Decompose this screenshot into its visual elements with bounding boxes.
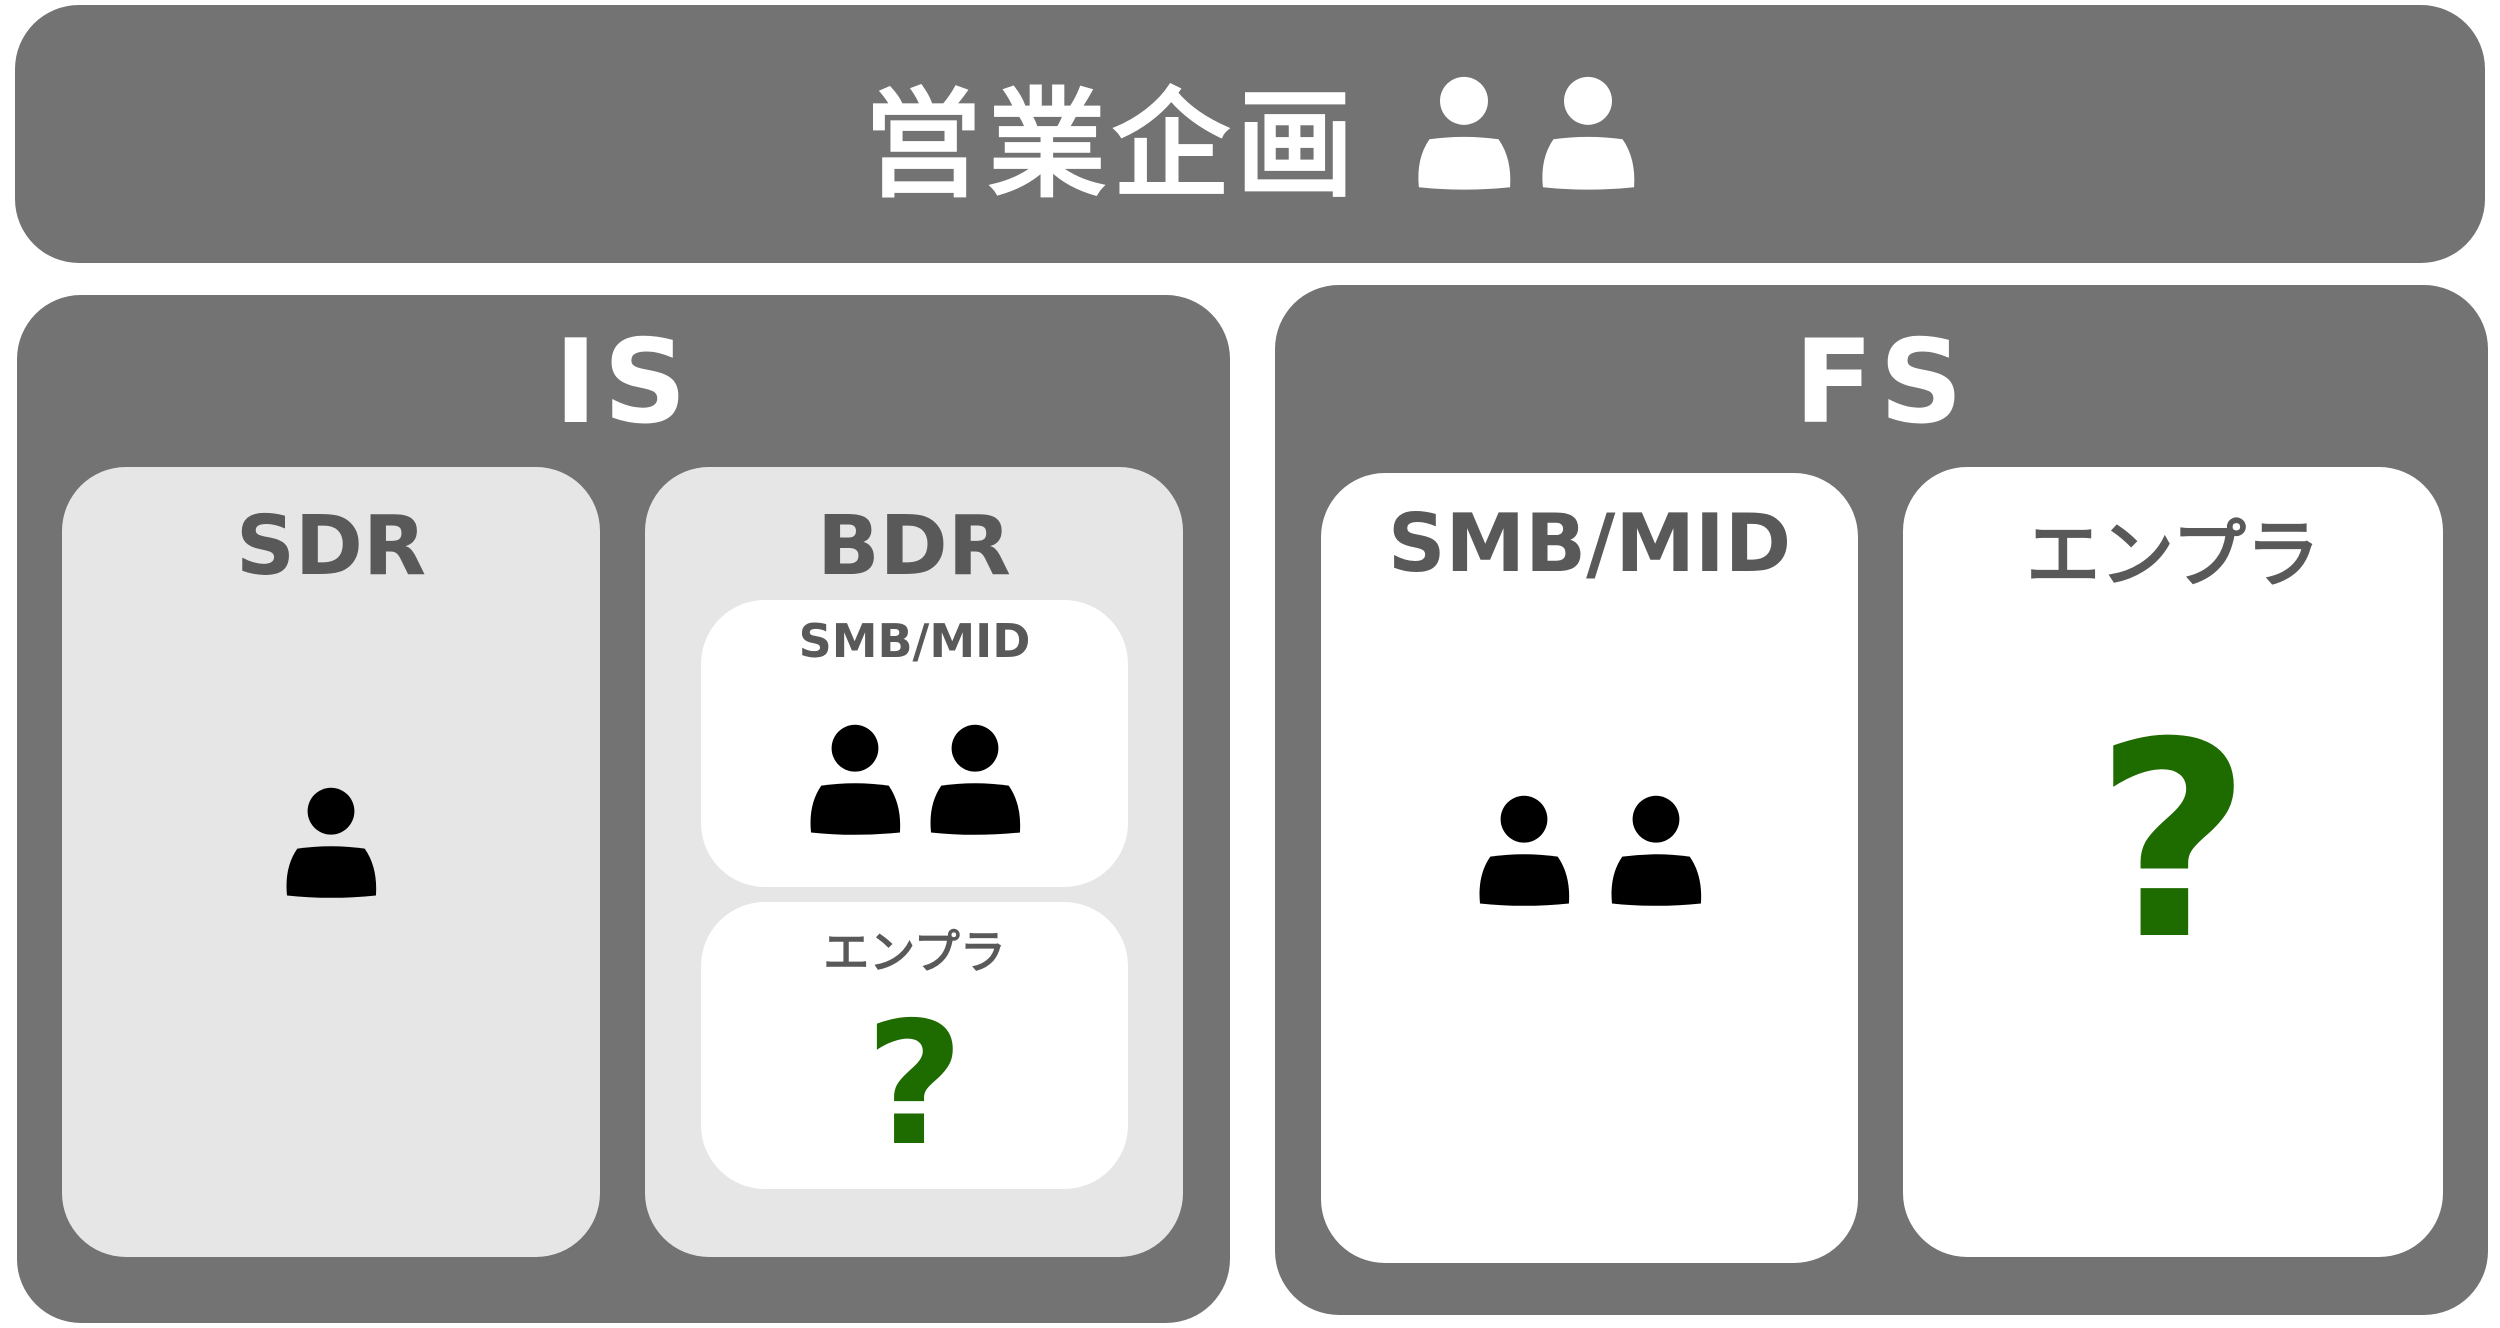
- sdr-panel: SDR: [62, 467, 600, 1257]
- sdr-title: SDR: [235, 499, 427, 594]
- fs-title: FS: [1794, 315, 1969, 450]
- person-icon: [808, 722, 902, 839]
- header-content: 営業企画: [15, 5, 2485, 263]
- header-title: 営業企画: [863, 75, 1360, 214]
- bdr-title: BDR: [817, 499, 1011, 594]
- question-mark-icon: ?: [865, 986, 964, 1184]
- fs-enterprise-panel: エンプラ ?: [1903, 467, 2443, 1257]
- fs-smb-mid-people: [1321, 793, 1858, 910]
- fs-smb-mid-title: SMB/MID: [1387, 497, 1792, 590]
- person-icon: [1609, 793, 1703, 910]
- is-panel: IS SDR BDR SMB/MID: [17, 295, 1230, 1323]
- bdr-enterprise-title: エンプラ: [823, 925, 1006, 979]
- question-mark-icon: ?: [2094, 684, 2252, 999]
- bdr-smb-mid-people: [701, 722, 1128, 839]
- bdr-smb-mid-panel: SMB/MID: [701, 600, 1128, 887]
- bdr-enterprise-panel: エンプラ ?: [701, 902, 1128, 1189]
- header-panel: 営業企画: [15, 5, 2485, 263]
- is-title: IS: [554, 315, 693, 450]
- person-icon: [1477, 793, 1571, 910]
- person-icon: [928, 722, 1022, 839]
- header-people: [1416, 74, 1636, 194]
- fs-smb-mid-panel: SMB/MID: [1321, 473, 1858, 1263]
- fs-enterprise-title: エンプラ: [2026, 512, 2320, 598]
- person-icon: [1416, 74, 1512, 194]
- bdr-smb-mid-title: SMB/MID: [798, 614, 1031, 668]
- sdr-people: [62, 785, 600, 902]
- fs-panel: FS SMB/MID エンプラ ?: [1275, 285, 2488, 1315]
- person-icon: [284, 785, 378, 902]
- person-icon: [1540, 74, 1636, 194]
- bdr-panel: BDR SMB/MID エンプラ ?: [645, 467, 1183, 1257]
